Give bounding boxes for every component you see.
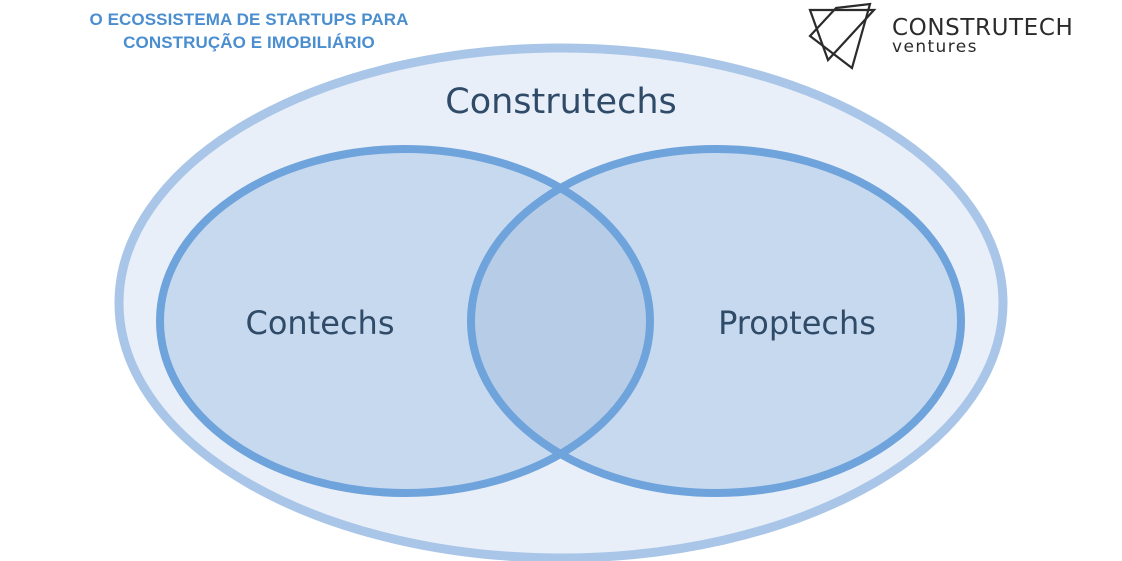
proptechs-circle-outline xyxy=(467,145,965,497)
title-line-1: O ECOSSISTEMA DE STARTUPS PARA xyxy=(89,10,409,29)
logo-mark-icon xyxy=(808,2,877,70)
contechs-label: Contechs xyxy=(246,304,395,342)
overlap-region xyxy=(471,149,650,493)
logo-name: CONSTRUTECH xyxy=(892,15,1074,41)
logo-sub: ventures xyxy=(892,37,978,57)
contechs-circle-outline xyxy=(156,145,654,497)
construtechs-label: Construtechs xyxy=(445,82,676,122)
title-line-2: CONSTRUÇÃO E IMOBILIÁRIO xyxy=(123,33,375,52)
page-title: O ECOSSISTEMA DE STARTUPS PARA CONSTRUÇÃ… xyxy=(52,8,446,54)
construtech-ventures-logo: CONSTRUTECH ventures xyxy=(806,0,1096,72)
proptechs-label: Proptechs xyxy=(718,304,876,342)
